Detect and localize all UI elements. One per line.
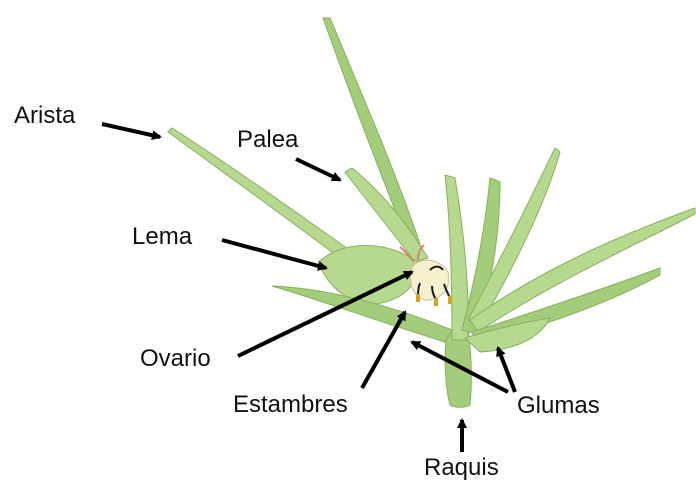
label-palea: Palea bbox=[237, 128, 298, 152]
arrow-glumas-2 bbox=[498, 348, 515, 392]
label-estambres: Estambres bbox=[233, 393, 348, 417]
arrow-lema bbox=[222, 240, 326, 268]
arrow-estambres bbox=[362, 312, 405, 388]
arrow-palea bbox=[296, 159, 340, 180]
label-raquis: Raquis bbox=[424, 456, 499, 480]
anther-3 bbox=[448, 296, 452, 304]
palea-awn bbox=[323, 18, 420, 248]
anther-1 bbox=[416, 294, 420, 302]
arrow-arista bbox=[102, 124, 160, 137]
label-arista: Arista bbox=[14, 104, 75, 128]
spikelet-plant bbox=[168, 18, 695, 407]
center-leaf-1 bbox=[445, 175, 468, 340]
anther-2 bbox=[434, 298, 438, 306]
label-ovario: Ovario bbox=[140, 347, 211, 371]
label-glumas: Glumas bbox=[517, 394, 600, 418]
label-lema: Lema bbox=[132, 225, 192, 249]
